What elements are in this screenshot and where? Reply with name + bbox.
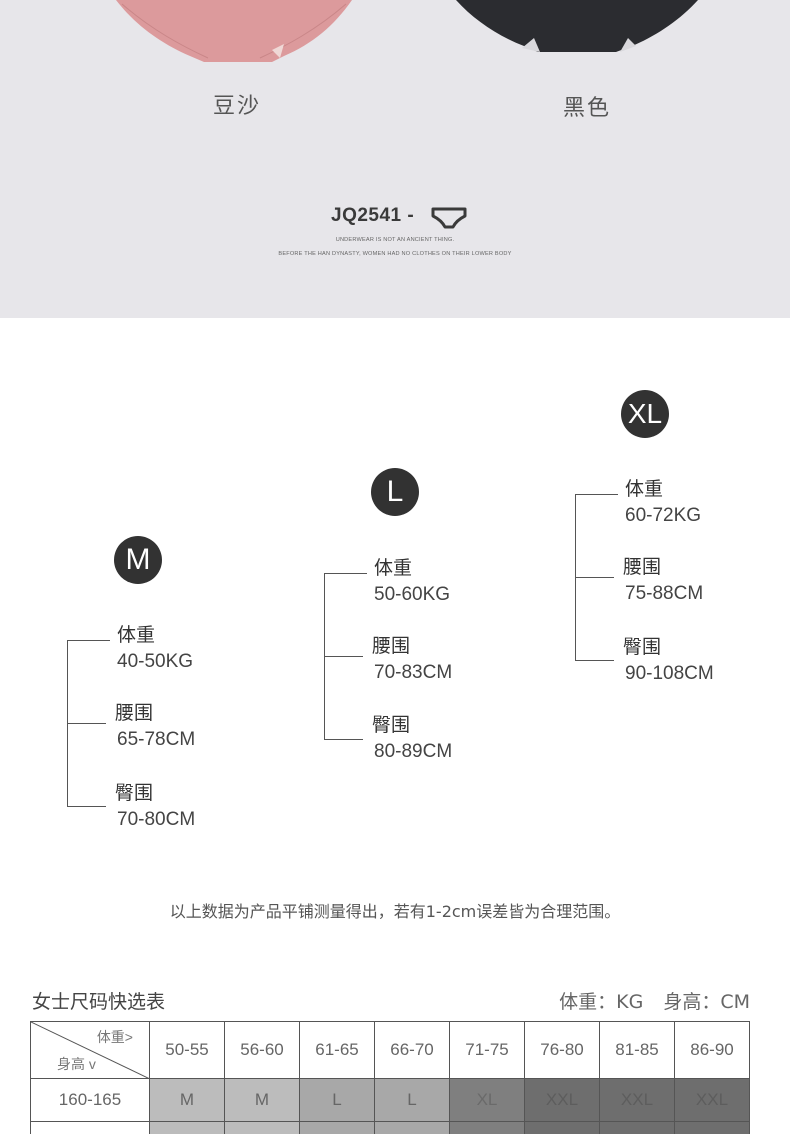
bracket-tick bbox=[575, 660, 614, 661]
size-badge-m: M bbox=[114, 536, 162, 584]
size-cell bbox=[149, 1121, 225, 1134]
size-cell bbox=[299, 1121, 375, 1134]
size-cell: XXL bbox=[674, 1078, 750, 1122]
bracket-tick bbox=[67, 723, 106, 724]
table-row: 160-165 M M L L XL XXL XXL XXL bbox=[30, 1078, 750, 1122]
waist-label: 腰围 bbox=[623, 556, 662, 578]
size-badge-l: L bbox=[371, 468, 419, 516]
row-height-cell: 160-165 bbox=[30, 1078, 150, 1122]
table-header-cell: 76-80 bbox=[524, 1021, 600, 1079]
unit-weight: 体重：KG bbox=[559, 991, 644, 1013]
size-cell: M bbox=[149, 1078, 225, 1122]
waist-value: 75-88CM bbox=[625, 583, 704, 604]
weight-value: 50-60KG bbox=[374, 584, 451, 605]
size-cell: L bbox=[299, 1078, 375, 1122]
size-table: 体重> 身高 v 50-55 56-60 61-65 66-70 71-75 7… bbox=[30, 1021, 750, 1134]
table-header-cell: 56-60 bbox=[224, 1021, 300, 1079]
waist-value: 70-83CM bbox=[374, 662, 453, 683]
bracket-tick bbox=[324, 739, 363, 740]
color-label-black: 黑色 bbox=[563, 96, 612, 121]
bracket-tick bbox=[324, 573, 367, 574]
size-cell: XXL bbox=[524, 1078, 600, 1122]
waist-value: 65-78CM bbox=[117, 729, 196, 750]
weight-value: 40-50KG bbox=[117, 651, 194, 672]
size-cell bbox=[374, 1121, 450, 1134]
waist-label: 腰围 bbox=[115, 702, 154, 724]
bracket-tick bbox=[67, 640, 110, 641]
size-cell: L bbox=[374, 1078, 450, 1122]
weight-label: 体重 bbox=[117, 624, 156, 646]
bracket-tick bbox=[575, 577, 614, 578]
hip-value: 70-80CM bbox=[117, 809, 196, 830]
row-height-cell bbox=[30, 1121, 150, 1134]
hip-value: 90-108CM bbox=[625, 663, 714, 684]
size-table-units: 体重：KG 身高：CM bbox=[559, 987, 750, 1014]
size-cell bbox=[599, 1121, 675, 1134]
weight-label: 体重 bbox=[374, 557, 413, 579]
product-image-black bbox=[456, 0, 700, 58]
table-corner-cell: 体重> 身高 v bbox=[30, 1021, 150, 1079]
bracket-tick bbox=[575, 494, 618, 495]
size-cell bbox=[449, 1121, 525, 1134]
measurement-note: 以上数据为产品平铺测量得出，若有1-2cm误差皆为合理范围。 bbox=[169, 902, 621, 921]
hip-value: 80-89CM bbox=[374, 741, 453, 762]
table-header-cell: 66-70 bbox=[374, 1021, 450, 1079]
size-cell: M bbox=[224, 1078, 300, 1122]
product-image-pink bbox=[112, 0, 356, 66]
product-banner: 豆沙 黑色 JQ2541 - UNDERWEAR IS NOT AN ANCIE… bbox=[0, 0, 790, 318]
size-cell bbox=[224, 1121, 300, 1134]
table-header-row: 体重> 身高 v 50-55 56-60 61-65 66-70 71-75 7… bbox=[30, 1021, 750, 1079]
bracket-tick bbox=[324, 656, 363, 657]
size-cell: XL bbox=[449, 1078, 525, 1122]
size-cell bbox=[674, 1121, 750, 1134]
table-header-cell: 50-55 bbox=[149, 1021, 225, 1079]
table-header-cell: 86-90 bbox=[674, 1021, 750, 1079]
color-label-pink: 豆沙 bbox=[213, 94, 262, 119]
table-header-cell: 61-65 bbox=[299, 1021, 375, 1079]
hip-label: 臀围 bbox=[372, 714, 411, 736]
size-table-title: 女士尺码快选表 bbox=[32, 991, 166, 1013]
model-code: JQ2541 - bbox=[331, 205, 415, 226]
size-badge-xl: XL bbox=[621, 390, 669, 438]
weight-value: 60-72KG bbox=[625, 505, 702, 526]
tagline-line-1: UNDERWEAR IS NOT AN ANCIENT THING. bbox=[335, 237, 455, 243]
hip-label: 臀围 bbox=[115, 782, 154, 804]
corner-weight-label: 体重> bbox=[96, 1029, 133, 1045]
hip-label: 臀围 bbox=[623, 636, 662, 658]
size-cell: XXL bbox=[599, 1078, 675, 1122]
unit-height: 身高：CM bbox=[663, 991, 750, 1013]
bracket-tick bbox=[67, 806, 106, 807]
brief-logo-icon bbox=[431, 207, 467, 233]
table-header-cell: 81-85 bbox=[599, 1021, 675, 1079]
corner-height-label: 身高 v bbox=[57, 1056, 96, 1072]
weight-label: 体重 bbox=[625, 478, 664, 500]
table-row bbox=[30, 1121, 750, 1134]
tagline-line-2: BEFORE THE HAN DYNASTY, WOMEN HAD NO CLO… bbox=[278, 251, 512, 257]
table-header-cell: 71-75 bbox=[449, 1021, 525, 1079]
size-cell bbox=[524, 1121, 600, 1134]
waist-label: 腰围 bbox=[372, 635, 411, 657]
